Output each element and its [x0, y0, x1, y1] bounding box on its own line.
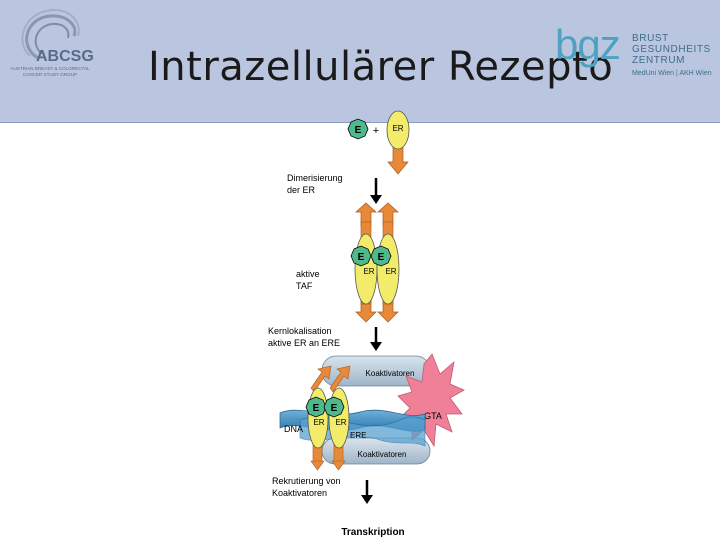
complex-estrogen-right [323, 396, 345, 418]
complex-er-right-label: ER [335, 418, 346, 427]
step-recruit-line2: Koaktivatoren [272, 488, 327, 498]
complex-estrogen-left-label: E [313, 403, 320, 414]
abcsg-name: ABCSG [36, 48, 94, 65]
complex-er-left-label: ER [313, 418, 324, 427]
dimer-estrogen-right-label: E [378, 252, 385, 263]
header-band [0, 0, 720, 123]
complex-estrogen-right-label: E [331, 403, 338, 414]
bgz-subtitle: MedUni Wien | AKH Wien [632, 70, 712, 77]
complex-taf-head-left [310, 460, 325, 471]
complex-estrogen-left [305, 396, 327, 418]
plus-sign: + [373, 125, 379, 137]
coactivator-top-label: Koaktivatoren [366, 369, 415, 378]
complex-taf-top-right [329, 365, 351, 393]
estrogen-molecule [347, 118, 369, 140]
dimer-estrogen-left-label: E [358, 252, 365, 263]
slide-title: Intrazellulärer Rezepto [148, 44, 614, 90]
abcsg-logo [8, 6, 120, 86]
dna-label: DNA [284, 424, 303, 434]
dimer-er-left-label: ER [363, 267, 374, 276]
complex-taf-head-right [331, 460, 346, 471]
estrogen-receptor [386, 110, 410, 150]
bgz-logo-mark: bgz [555, 21, 621, 68]
step-active-line1: aktive [296, 269, 320, 279]
step-nuclear-line2: aktive ER an ERE [268, 338, 340, 348]
step4-arrow-head [361, 495, 373, 504]
dimer-er-right-label: ER [385, 267, 396, 276]
abcsg-swirl-icon [21, 8, 80, 60]
step-recruit-line1: Rekrutierung von [272, 476, 341, 486]
ere-label: ERE [350, 431, 366, 440]
abcsg-subtitle: AUSTRIAN BREAST & COLORECTAL CANCER STUD… [10, 66, 90, 77]
er-label: ER [392, 124, 403, 133]
transcription-label: Transkription [341, 527, 404, 538]
taf-arrow [387, 145, 409, 175]
step3-arrow-head [370, 342, 382, 351]
estrogen-label: E [355, 125, 362, 136]
dimer-estrogen-left [350, 245, 372, 267]
dimer-estrogen-right [370, 245, 392, 267]
bgz-line-zentrum: ZENTRUM [632, 55, 686, 66]
step-nuclear-line1: Kernlokalisation [268, 326, 332, 336]
coactivator-bottom-label: Koaktivatoren [358, 450, 407, 459]
gta-label: GTA [424, 411, 442, 421]
bgz-line-gesundheits: GESUNDHEITS [632, 44, 711, 55]
step-dimerization-line1: Dimerisierung [287, 173, 343, 183]
step-active-line2: TAF [296, 281, 313, 291]
step-dimerization-line2: der ER [287, 185, 316, 195]
step1-arrow-head [370, 195, 382, 204]
bgz-line-brust: BRUST [632, 33, 669, 44]
